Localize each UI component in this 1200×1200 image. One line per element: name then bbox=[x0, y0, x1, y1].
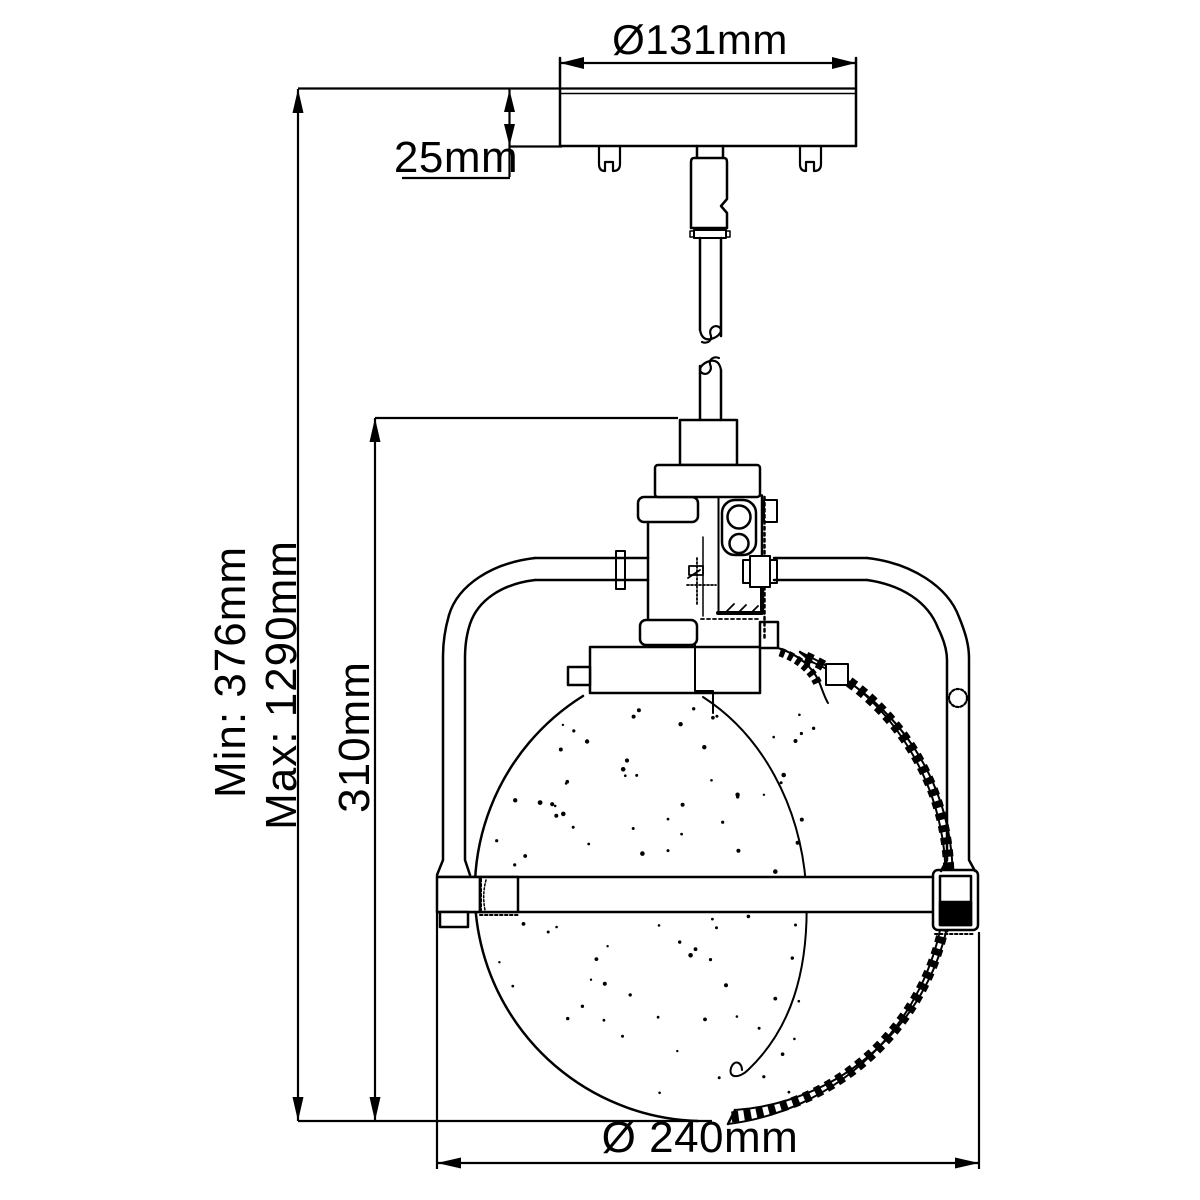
arm-screw-hole bbox=[947, 687, 969, 709]
hang-rod bbox=[698, 236, 723, 422]
glass-globe-outline bbox=[473, 694, 700, 1123]
yoke-bar bbox=[533, 550, 869, 590]
under-socket-hatch bbox=[700, 603, 759, 620]
globe-diameter-label: Ø 240mm bbox=[602, 1113, 799, 1162]
internal-wire bbox=[702, 696, 808, 1078]
cage-arm-left bbox=[435, 556, 537, 877]
clamp-band bbox=[435, 868, 980, 935]
canopy-height-label: 25mm bbox=[394, 133, 518, 182]
shade-holder-cup bbox=[566, 644, 762, 714]
dim-overall-height bbox=[292, 89, 304, 1121]
yoke-nut bbox=[742, 555, 778, 588]
stem-connector bbox=[689, 144, 731, 239]
dim-body-height bbox=[369, 416, 678, 1121]
mounting-tab-right bbox=[798, 144, 823, 173]
stem-coupling bbox=[653, 418, 762, 499]
clamp-left bbox=[435, 875, 520, 929]
body-height-label: 310mm bbox=[330, 661, 379, 813]
ceiling-canopy bbox=[558, 56, 858, 173]
canopy-diameter-label: Ø131mm bbox=[612, 16, 788, 63]
overall-height-min-label: Min: 376mm bbox=[206, 546, 255, 798]
cage-arm-right bbox=[865, 556, 977, 873]
dim-canopy-diameter bbox=[560, 57, 856, 69]
socket-assembly bbox=[636, 494, 778, 647]
seeded-glass-speckles bbox=[495, 707, 816, 1095]
mounting-tab-left bbox=[597, 144, 622, 173]
set-screw-detail bbox=[686, 557, 717, 605]
dim-globe-diameter bbox=[435, 913, 981, 1169]
overall-height-max-label: Max: 1290mm bbox=[257, 540, 306, 830]
terminal-block bbox=[720, 498, 778, 557]
dim-canopy-height bbox=[298, 87, 856, 180]
rod-break-symbol bbox=[698, 325, 723, 375]
mounting-bracket-section bbox=[758, 620, 849, 704]
clamp-right bbox=[931, 868, 980, 935]
